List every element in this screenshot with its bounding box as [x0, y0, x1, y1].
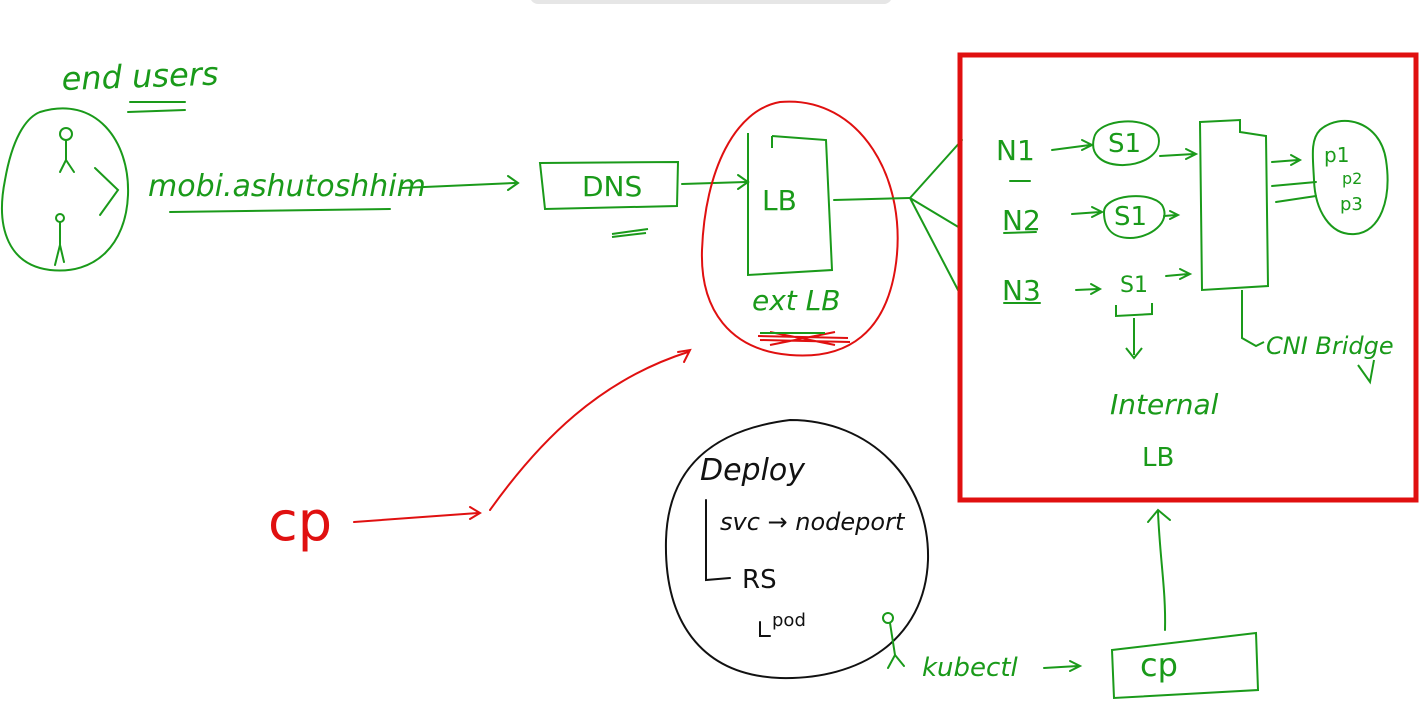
user-icon	[59, 127, 73, 141]
dns-label: DNS	[582, 170, 642, 203]
service-s1-c-label: S1	[1120, 273, 1148, 298]
service-s1-a-circle	[1092, 120, 1160, 167]
dns-box	[538, 160, 680, 238]
pod-p1-label: p1	[1324, 143, 1349, 167]
arrow-url-dns	[401, 182, 516, 189]
user-icon	[55, 213, 65, 223]
url-label: mobi.ashutoshhim	[148, 169, 426, 204]
service-s1-b-circle	[1102, 195, 1166, 240]
service-s1-c-bracket	[1115, 303, 1153, 318]
toolbar-shadow	[531, 0, 891, 4]
lb-label: LB	[762, 184, 797, 217]
url-underline	[169, 208, 391, 213]
ext-lb-oval	[700, 100, 899, 357]
kubectl-label: kubectl	[922, 653, 1019, 683]
arrow-cp-ext-lb	[353, 348, 692, 523]
end-users-group	[1, 101, 186, 272]
cp-left-label: cp	[268, 490, 332, 553]
cni-bridge-label: CNI Bridge	[1266, 332, 1394, 360]
cp-box	[1110, 631, 1260, 700]
end-users-label: end users	[61, 55, 219, 98]
deploy-circle	[664, 418, 930, 680]
rs-label: RS	[742, 565, 777, 595]
pod-p2-label: p2	[1342, 169, 1362, 188]
arrow-cp-cluster	[1147, 508, 1171, 631]
svc-nodeport-label: svc → nodeport	[720, 508, 906, 536]
ext-lb-scribble	[757, 331, 851, 346]
node-n3-label: N3	[1002, 274, 1041, 307]
cluster-box	[957, 52, 1419, 503]
internal-label: Internal	[1110, 388, 1219, 421]
arrow-dns-lb	[681, 181, 747, 185]
admin-user-icon	[882, 612, 894, 624]
ext-lb-label: ext LB	[752, 284, 840, 317]
internal-lb-label: LB	[1142, 443, 1174, 473]
pods-circle	[1311, 119, 1389, 236]
lb-to-nodes	[833, 139, 963, 291]
cni-bridge-box	[1198, 118, 1270, 348]
deploy-label: Deploy	[700, 453, 806, 488]
service-s1-a-label: S1	[1108, 129, 1141, 159]
pod-p3-label: p3	[1340, 194, 1363, 215]
lb-box	[747, 133, 834, 277]
node-n1-label: N1	[996, 134, 1035, 167]
pod-label: pod	[772, 610, 806, 631]
end-users-circle	[1, 107, 130, 272]
arrow-kubectl-cp	[1043, 660, 1083, 672]
cp-box-label: cp	[1140, 646, 1178, 684]
service-s1-b-label: S1	[1114, 202, 1147, 232]
